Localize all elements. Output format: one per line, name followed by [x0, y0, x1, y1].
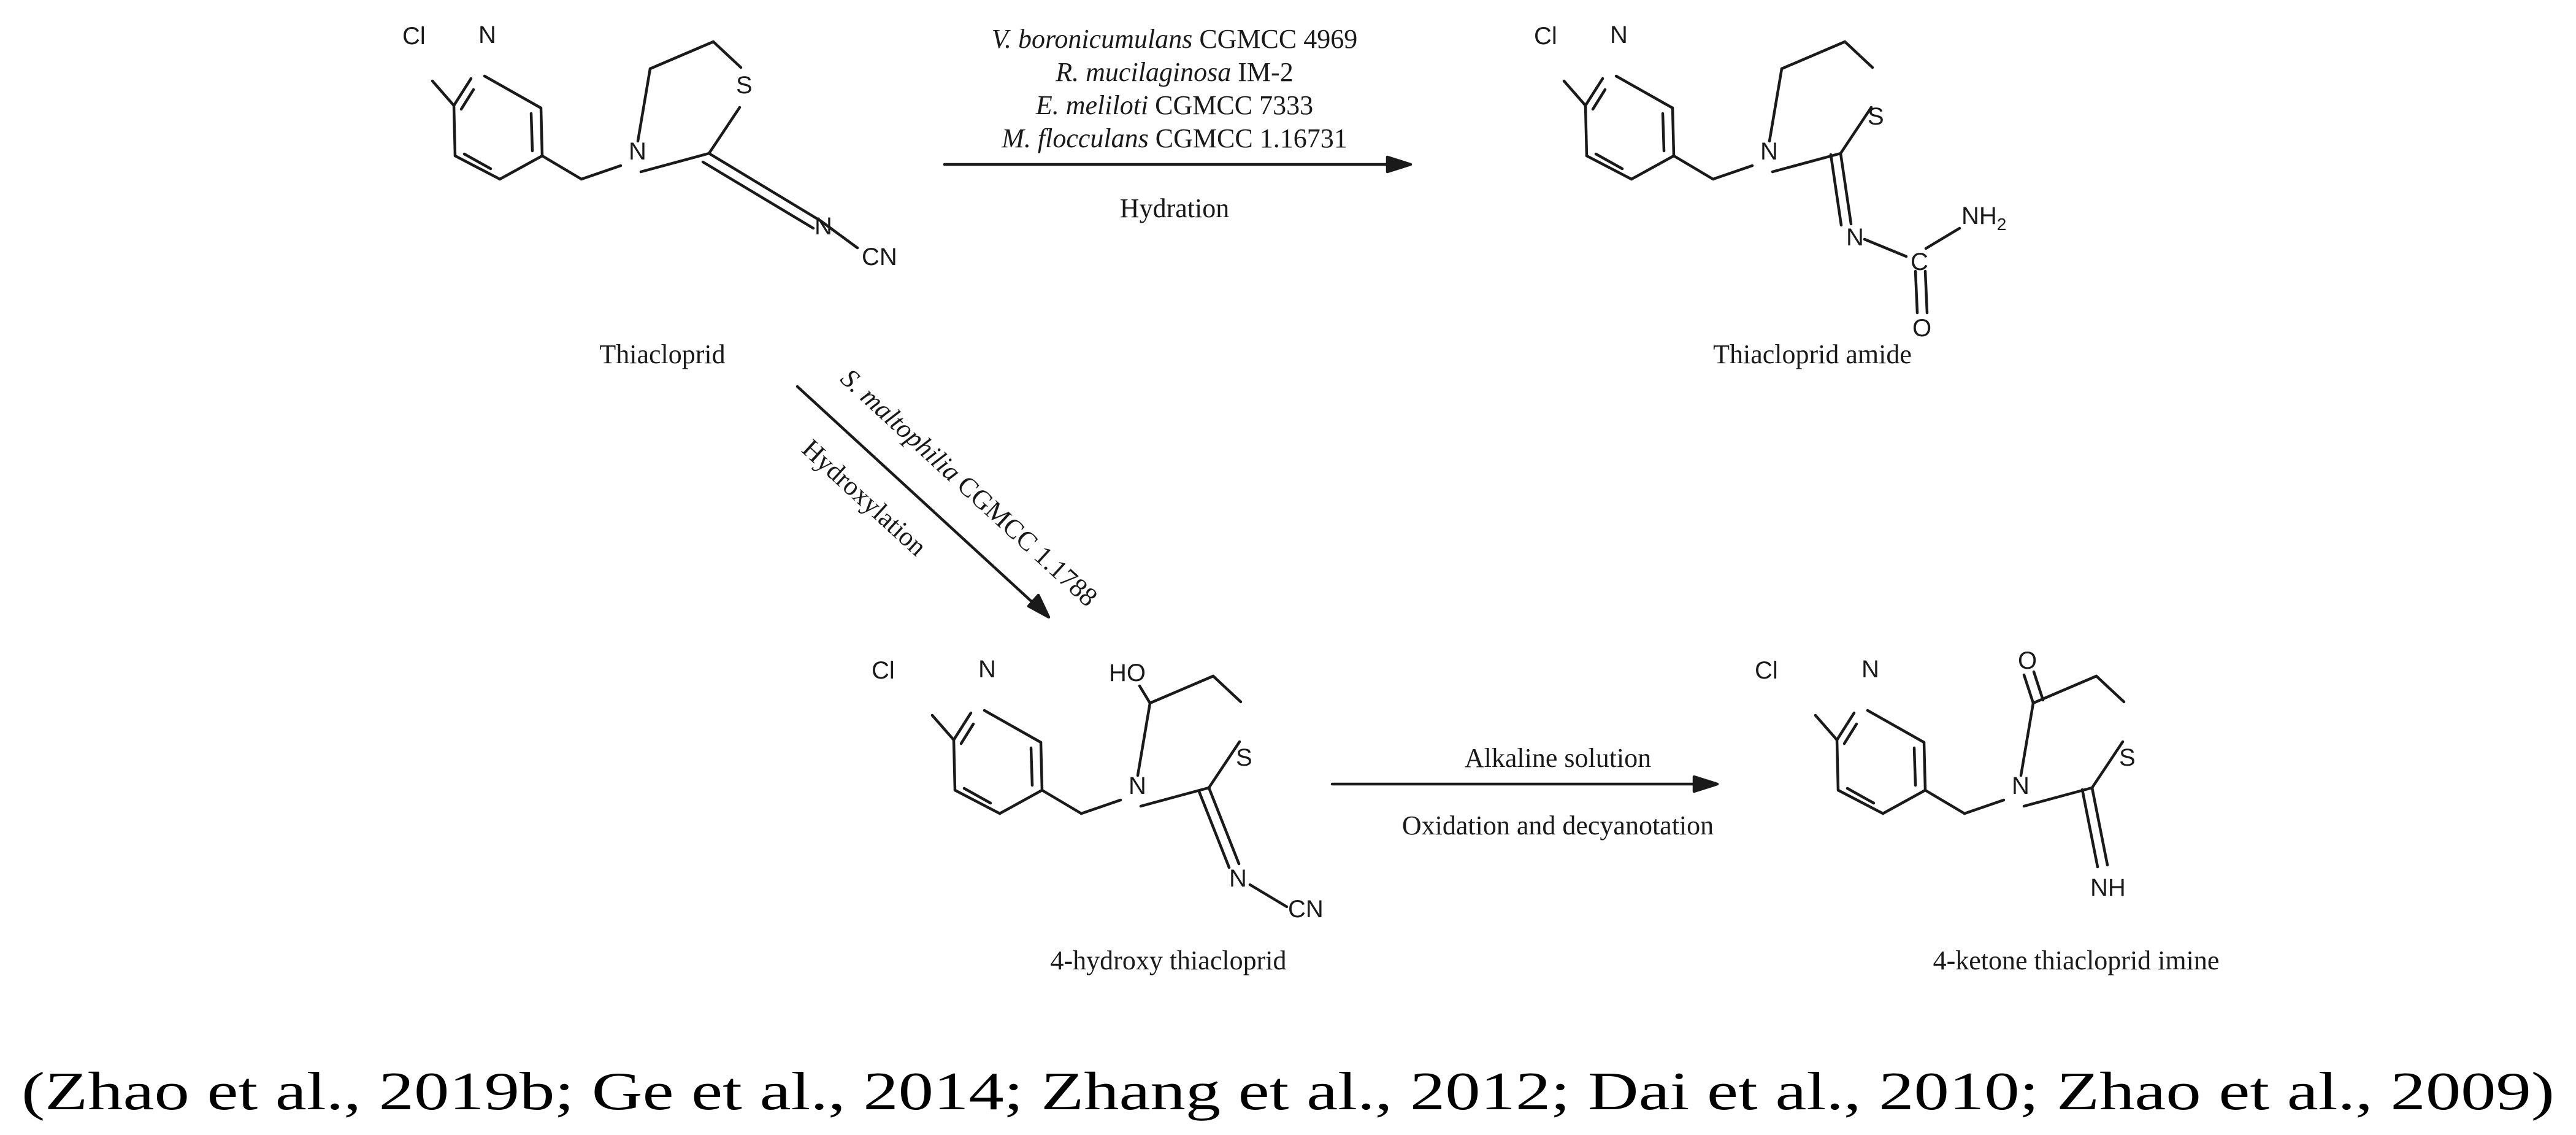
chlorine-label: Cl — [402, 23, 426, 50]
oxidation-arrow — [1330, 775, 1719, 793]
hydroxy-thiacloprid-structure: Cl N N S HO N CN — [872, 656, 1324, 923]
ketone-ring-nitrogen-label: N — [2012, 772, 2030, 799]
cyano-label: CN — [862, 244, 897, 271]
hydration-arrow — [943, 155, 1413, 174]
amide-nh2-label: NH2 — [1961, 202, 2006, 234]
amide-carbon-label: C — [1911, 248, 1928, 275]
ketone-chlorine-label: Cl — [1755, 657, 1778, 684]
ketone-imine-name: 4-ketone thiacloprid imine — [1933, 945, 2220, 975]
hydroxy-thiacloprid-name: 4-hydroxy thiacloprid — [1051, 945, 1287, 975]
amide-pyridine-nitrogen-label: N — [1610, 21, 1628, 48]
imine-nh-label: NH — [2090, 874, 2126, 901]
thiacloprid-name: Thiacloprid — [599, 339, 725, 369]
ketone-pyridine-nitrogen-label: N — [1861, 656, 1879, 683]
hydroxy-pyridine-nitrogen-label: N — [978, 656, 996, 683]
hydration-organism-3: E. meliloti CGMCC 7333 — [1035, 90, 1313, 120]
oxidation-label: Oxidation and decyanotation — [1402, 810, 1714, 841]
hydroxylation-arrow — [795, 385, 1051, 619]
hydroxy-imine-nitrogen-label: N — [1229, 865, 1247, 892]
hydration-organism-4: M. flocculans CGMCC 1.16731 — [1001, 123, 1347, 153]
amide-imine-nitrogen-label: N — [1846, 224, 1864, 251]
citation: (Zhao et al., 2019b; Ge et al., 2014; Zh… — [21, 1062, 2555, 1122]
hydration-organism-2: R. mucilaginosa IM-2 — [1055, 57, 1293, 87]
hydration-label: Hydration — [1120, 193, 1229, 223]
thiacloprid-amide-structure: Cl N N S N C NH2 O — [1534, 21, 2006, 342]
hydroxy-sulfur-label: S — [1236, 744, 1252, 771]
hydroxyl-label: HO — [1109, 660, 1146, 687]
imine-nitrogen-label: N — [815, 213, 832, 240]
thiacloprid-amide-name: Thiacloprid amide — [1713, 339, 1912, 369]
ketone-oxygen-label: O — [2018, 647, 2037, 674]
amide-oxygen-label: O — [1912, 315, 1931, 342]
ketone-imine-structure: Cl N N S O NH — [1755, 647, 2136, 901]
ring-nitrogen-label: N — [629, 138, 646, 165]
hydration-organism-1: V. boronicumulans CGMCC 4969 — [992, 24, 1358, 54]
sulfur-label: S — [736, 72, 753, 99]
oxidation-condition-label: Alkaline solution — [1465, 743, 1651, 773]
hydroxy-chlorine-label: Cl — [872, 657, 895, 684]
hydroxy-ring-nitrogen-label: N — [1129, 772, 1146, 799]
pyridine-nitrogen-label: N — [478, 21, 496, 48]
hydroxy-cyano-label: CN — [1288, 896, 1324, 923]
ketone-sulfur-label: S — [2119, 744, 2136, 771]
amide-chlorine-label: Cl — [1534, 23, 1557, 50]
thiacloprid-structure: Cl N N S N CN — [402, 21, 897, 271]
amide-sulfur-label: S — [1868, 103, 1884, 130]
amide-ring-nitrogen-label: N — [1760, 138, 1778, 165]
